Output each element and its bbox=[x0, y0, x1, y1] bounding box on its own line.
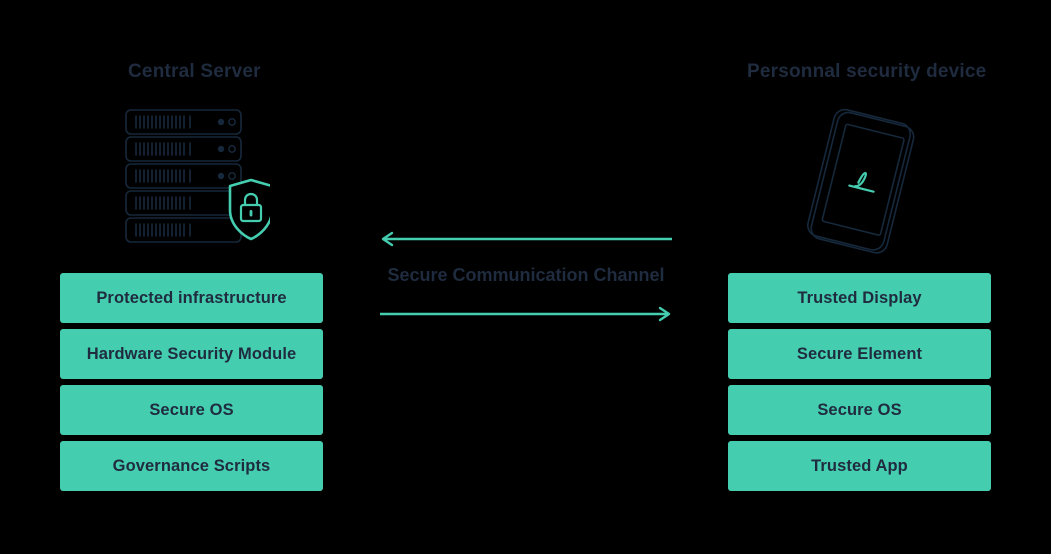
shield-lock-icon bbox=[228, 178, 274, 241]
device-body-front bbox=[810, 111, 915, 254]
device-screen bbox=[821, 123, 905, 236]
layer-box-protected-infrastructure[interactable]: Protected infrastructure bbox=[60, 273, 323, 323]
layer-label: Trusted App bbox=[811, 456, 908, 475]
secure-communication-channel-label: Secure Communication Channel bbox=[387, 265, 665, 285]
arrow-left-to-right bbox=[380, 306, 671, 322]
server-status-indicators bbox=[217, 118, 236, 180]
layer-label: Secure Element bbox=[796, 344, 923, 363]
layer-box-trusted-display[interactable]: Trusted Display bbox=[728, 273, 991, 323]
server-illustration bbox=[110, 108, 274, 253]
layer-box-trusted-app[interactable]: Trusted App bbox=[728, 441, 991, 491]
signature-check-icon bbox=[848, 171, 875, 193]
security-device-illustration bbox=[793, 103, 928, 258]
layer-box-secure-os-left[interactable]: Secure OS bbox=[60, 385, 323, 435]
security-device-layer-stack: Trusted Display Secure Element Secure OS… bbox=[728, 273, 991, 491]
layer-box-secure-os-right[interactable]: Secure OS bbox=[728, 385, 991, 435]
layer-box-governance-scripts[interactable]: Governance Scripts bbox=[60, 441, 323, 491]
layer-label: Protected infrastructure bbox=[96, 288, 287, 307]
layer-label: Hardware Security Module bbox=[86, 344, 297, 363]
layer-box-hardware-security-module[interactable]: Hardware Security Module bbox=[60, 329, 323, 379]
central-server-layer-stack: Protected infrastructure Hardware Securi… bbox=[60, 273, 323, 491]
device-body-back bbox=[806, 108, 912, 251]
layer-label: Governance Scripts bbox=[112, 456, 271, 475]
personal-security-device-title: Personnal security device bbox=[747, 61, 987, 82]
arrow-right-to-left bbox=[381, 231, 672, 247]
layer-label: Secure OS bbox=[149, 400, 234, 419]
secure-communication-channel bbox=[380, 228, 672, 324]
server-vent-lines bbox=[135, 115, 191, 237]
central-server-title: Central Server bbox=[128, 61, 261, 82]
layer-label: Trusted Display bbox=[797, 288, 922, 307]
layer-label: Secure OS bbox=[817, 400, 902, 419]
layer-box-secure-element[interactable]: Secure Element bbox=[728, 329, 991, 379]
